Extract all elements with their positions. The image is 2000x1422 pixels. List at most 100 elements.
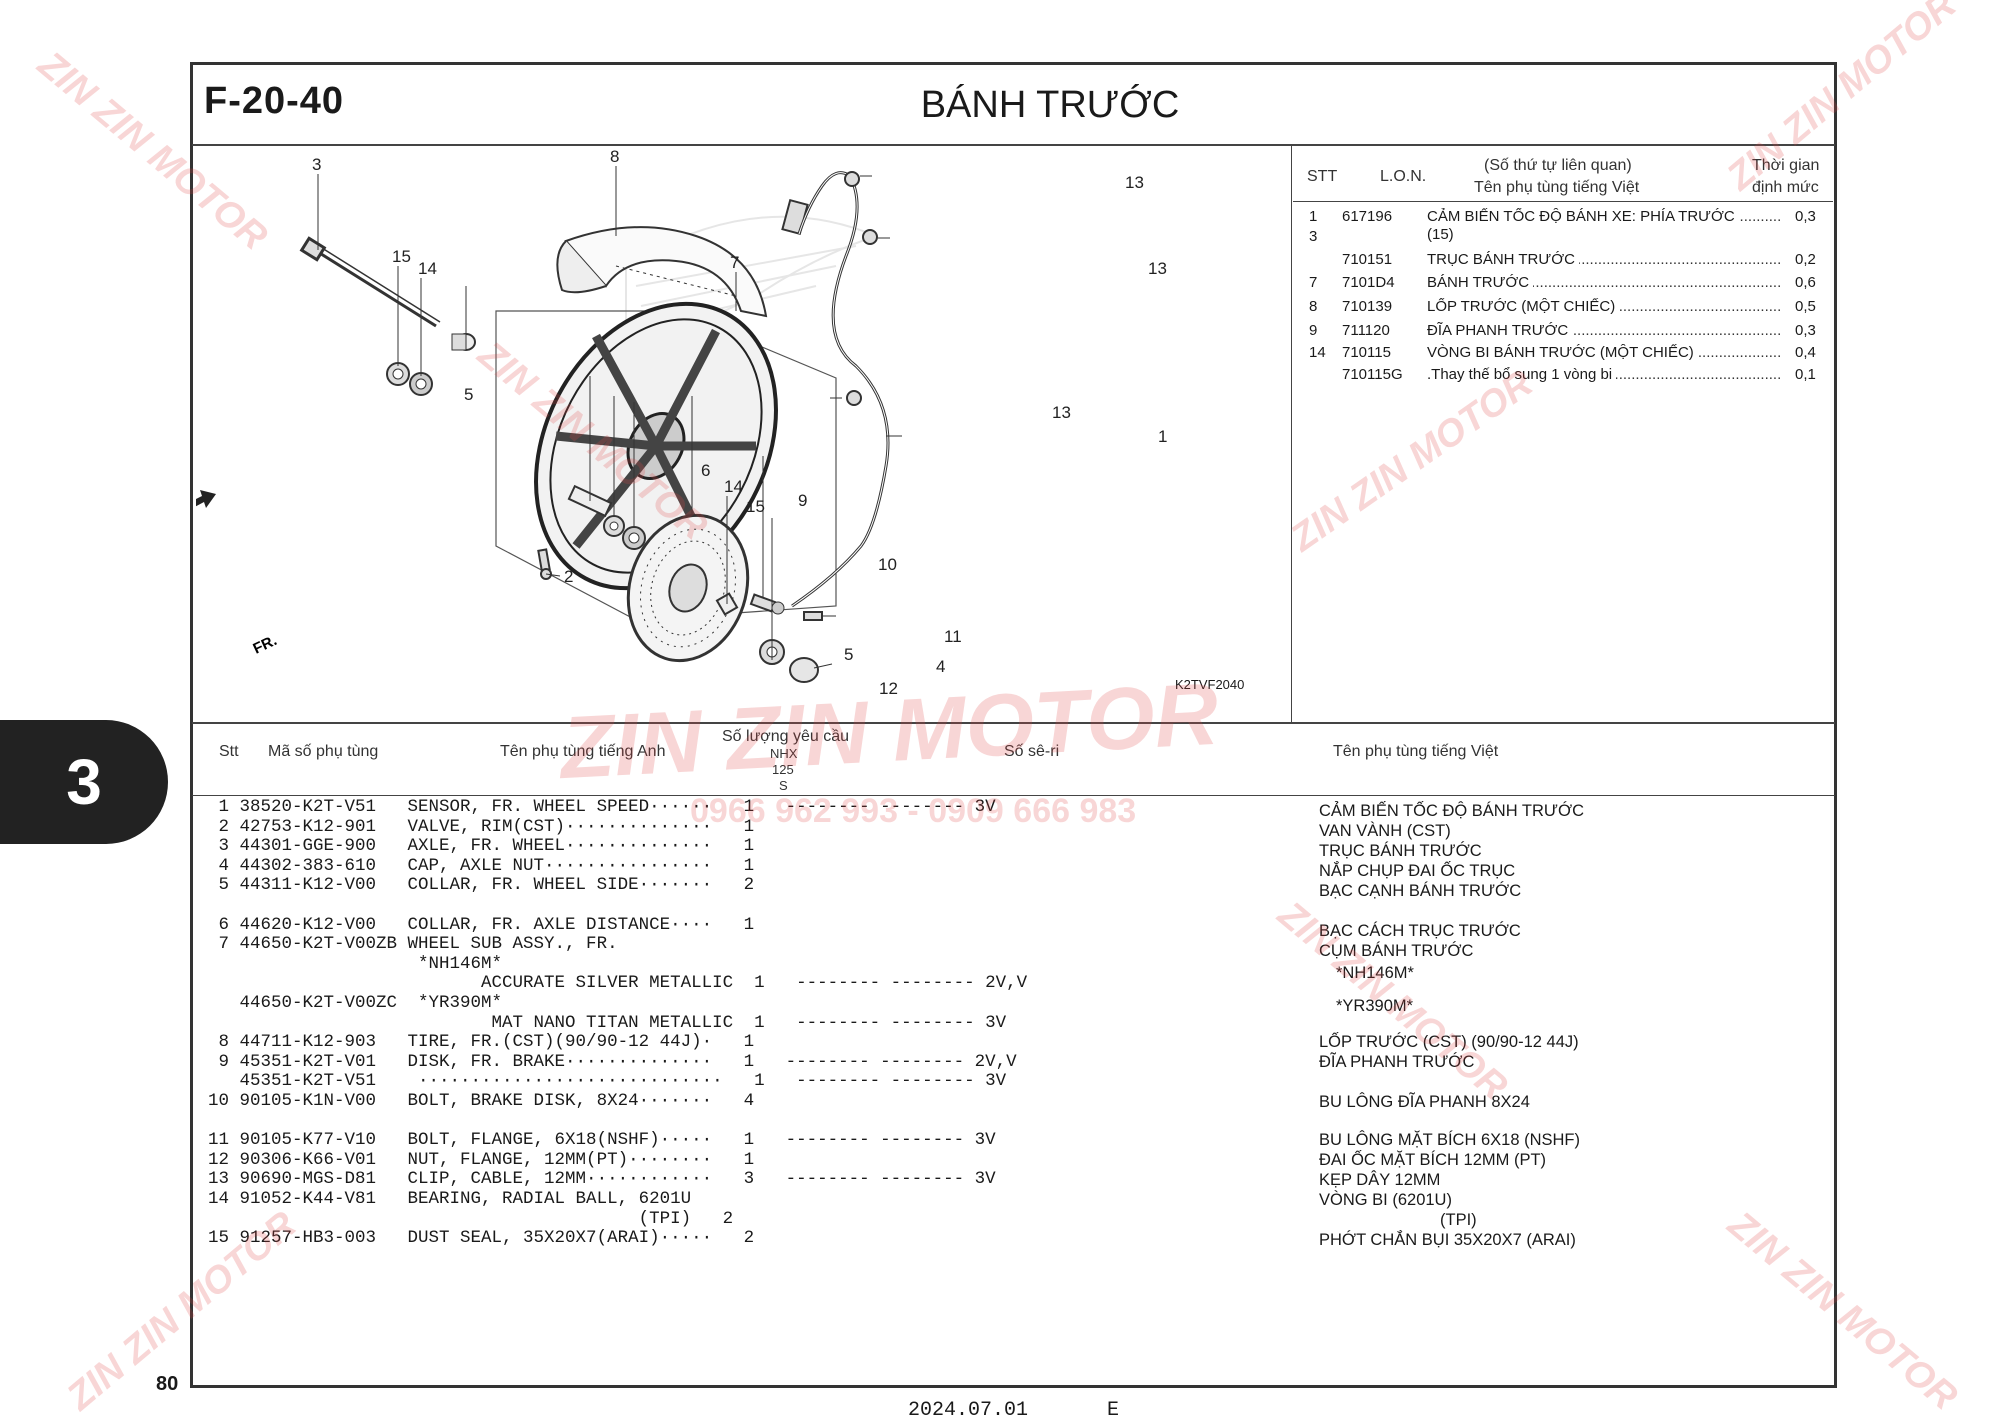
parts-line: 2 42753-K12-901 VALVE, RIM(CST)·········…	[208, 816, 755, 837]
parts-header-rule	[192, 795, 1835, 796]
page-frame	[190, 62, 1837, 1388]
callout-8: 8	[610, 147, 619, 166]
speed-sensor-part	[781, 171, 890, 608]
collar-part	[451, 333, 476, 351]
labor-row: 1 3 617196 CẢM BIẾN TỐC ĐỘ BÁNH XE: PHÍA…	[1309, 208, 1829, 248]
parts-line: 8 44711-K12-903 TIRE, FR.(CST)(90/90-12 …	[208, 1032, 755, 1053]
vn-name: BU LÔNG ĐĨA PHANH 8X24	[1319, 1093, 1530, 1111]
callout-15b: 15	[746, 497, 765, 516]
parts-line: 7 44650-K2T-V00ZB WHEEL SUB ASSY., FR.	[208, 934, 618, 955]
labor-header-lon: L.O.N.	[1380, 168, 1427, 185]
parts-line: ACCURATE SILVER METALLIC 1 -------- ----…	[208, 973, 1028, 994]
vn-name: ĐAI ỐC MẶT BÍCH 12MM (PT)	[1319, 1151, 1547, 1169]
labor-header-time2: định mức	[1752, 179, 1819, 196]
parts-line: 4 44302-383-610 CAP, AXLE NUT···········…	[208, 855, 755, 876]
seal-right	[622, 526, 646, 550]
callout-13c: 13	[1052, 403, 1071, 422]
callout-14b: 14	[724, 477, 743, 496]
labor-row: 710151 TRỤC BÁNH TRƯỚC 0,2	[1309, 251, 1829, 271]
callout-14: 14	[418, 259, 437, 278]
parts-header-serial: Số sê-ri	[1004, 743, 1060, 760]
vn-name: TRỤC BÁNH TRƯỚC	[1319, 842, 1482, 860]
brake-disk-part	[626, 513, 750, 663]
parts-header-part-no: Mã số phụ tùng	[268, 743, 379, 760]
parts-line: *NH146M*	[208, 953, 503, 974]
axle-part	[299, 236, 441, 328]
labor-row: 9 711120 ĐĨA PHANH TRƯỚC 0,3	[1309, 322, 1829, 342]
bearing-left	[386, 362, 410, 386]
callout-12: 12	[879, 679, 898, 698]
callout-3: 3	[312, 155, 321, 174]
leader-lines	[317, 166, 902, 669]
parts-header-qty: Số lượng yêu cầu	[722, 728, 850, 745]
disk-bolt-part	[749, 593, 785, 615]
exploded-diagram: 3 8 15 14 7 5 6 14 15 2 9 10 5 12 4 11 1…	[196, 147, 1167, 698]
labor-header-time1: Thời gian	[1752, 157, 1820, 174]
parts-line: (TPI) 2	[208, 1208, 734, 1229]
parts-header-model-3: S	[779, 778, 788, 793]
labor-header-name: Tên phụ tùng tiếng Việt	[1474, 179, 1640, 196]
callout-2: 2	[564, 567, 573, 586]
parts-line: 5 44311-K12-V00 COLLAR, FR. WHEEL SIDE··…	[208, 875, 755, 896]
labor-header-rule	[1293, 201, 1833, 202]
callout-1: 1	[1158, 427, 1167, 446]
parts-line: 14 91052-K44-V81 BEARING, RADIAL BALL, 6…	[208, 1189, 692, 1209]
parts-line: 15 91257-HB3-003 DUST SEAL, 35X20X7(ARAI…	[208, 1228, 755, 1249]
callout-7: 7	[730, 253, 739, 272]
labor-row: 8 710139 LỐP TRƯỚC (MỘT CHIẾC) 0,5	[1309, 298, 1829, 318]
vn-name: PHỚT CHẮN BỤI 35X20X7 (ARAI)	[1319, 1231, 1576, 1249]
labor-header-related: (Số thứ tự liên quan)	[1484, 157, 1632, 174]
tire-part	[556, 226, 768, 318]
page-number: 80	[156, 1373, 179, 1395]
vn-name: KẸP DÂY 12MM	[1319, 1171, 1441, 1189]
labor-header-stt: STT	[1307, 168, 1338, 185]
seal-left	[409, 372, 433, 396]
cable-clip-parts	[844, 171, 878, 406]
callout-5: 5	[464, 385, 473, 404]
parts-line: 12 90306-K66-V01 NUT, FLANGE, 12MM(PT)··…	[208, 1149, 755, 1170]
vn-name: LỐP TRƯỚC (CST) (90/90-12 44J)	[1319, 1033, 1579, 1051]
vn-name: BẠC CẠNH BÁNH TRƯỚC	[1319, 882, 1522, 900]
parts-line: 9 45351-K2T-V01 DISK, FR. BRAKE·········…	[208, 1051, 1017, 1072]
parts-line: 6 44620-K12-V00 COLLAR, FR. AXLE DISTANC…	[208, 914, 755, 935]
parts-header-name-vn: Tên phụ tùng tiếng Việt	[1333, 743, 1499, 760]
parts-header-model-2: 125	[772, 762, 794, 777]
callout-6: 6	[701, 461, 710, 480]
diagram-divider	[1291, 145, 1292, 723]
vn-name: VÒNG BI (6201U)	[1319, 1191, 1452, 1209]
labor-row: 710115G .Thay thế bổ sung 1 vòng bi 0,1	[1309, 366, 1829, 386]
parts-header-stt: Stt	[219, 743, 239, 760]
wheel-part	[534, 301, 778, 591]
axle-cap-part	[789, 657, 819, 683]
parts-line: MAT NANO TITAN METALLIC 1 -------- -----…	[208, 1012, 1007, 1033]
parts-line: 10 90105-K1N-V00 BOLT, BRAKE DISK, 8X24·…	[208, 1091, 755, 1111]
footer-date: 2024.07.01	[908, 1399, 1029, 1422]
page-title: BÁNH TRƯỚC	[920, 84, 1180, 126]
diagram-code: K2TVF2040	[1175, 677, 1245, 692]
vn-name: BẠC CÁCH TRỤC TRƯỚC	[1319, 922, 1521, 940]
parts-line: 45351-K2T-V51 ··························…	[208, 1071, 1007, 1092]
callout-13a: 13	[1125, 173, 1144, 192]
vn-name: (TPI)	[1440, 1211, 1477, 1229]
parts-line: 11 90105-K77-V10 BOLT, FLANGE, 6X18(NSHF…	[208, 1130, 996, 1151]
callout-10: 10	[878, 555, 897, 574]
chapter-tab[interactable]: 3	[0, 720, 168, 844]
callout-4: 4	[936, 657, 945, 676]
callout-5b: 5	[844, 645, 853, 664]
flange-bolt-part	[803, 611, 823, 621]
vn-name: CẢM BIẾN TỐC ĐỘ BÁNH TRƯỚC	[1319, 802, 1585, 820]
parts-line: 1 38520-K2T-V51 SENSOR, FR. WHEEL SPEED·…	[208, 797, 996, 817]
vn-name: NẮP CHỤP ĐAI ỐC TRỤC	[1319, 862, 1516, 880]
callout-9: 9	[798, 491, 807, 510]
vn-name: VAN VÀNH (CST)	[1319, 822, 1451, 840]
footer-edition: E	[1107, 1399, 1120, 1422]
section-code: F-20-40	[204, 80, 345, 122]
vn-name: CỤM BÁNH TRƯỚC	[1319, 942, 1474, 960]
vn-name: *NH146M*	[1336, 964, 1414, 982]
front-direction-arrow	[196, 490, 216, 508]
labor-row: 14 710115 VÒNG BI BÁNH TRƯỚC (MỘT CHIẾC)…	[1309, 344, 1829, 364]
bearing-right	[603, 515, 625, 537]
diagram-rule	[192, 722, 1835, 724]
callout-15: 15	[392, 247, 411, 266]
parts-header-name-en: Tên phụ tùng tiếng Anh	[500, 743, 666, 760]
